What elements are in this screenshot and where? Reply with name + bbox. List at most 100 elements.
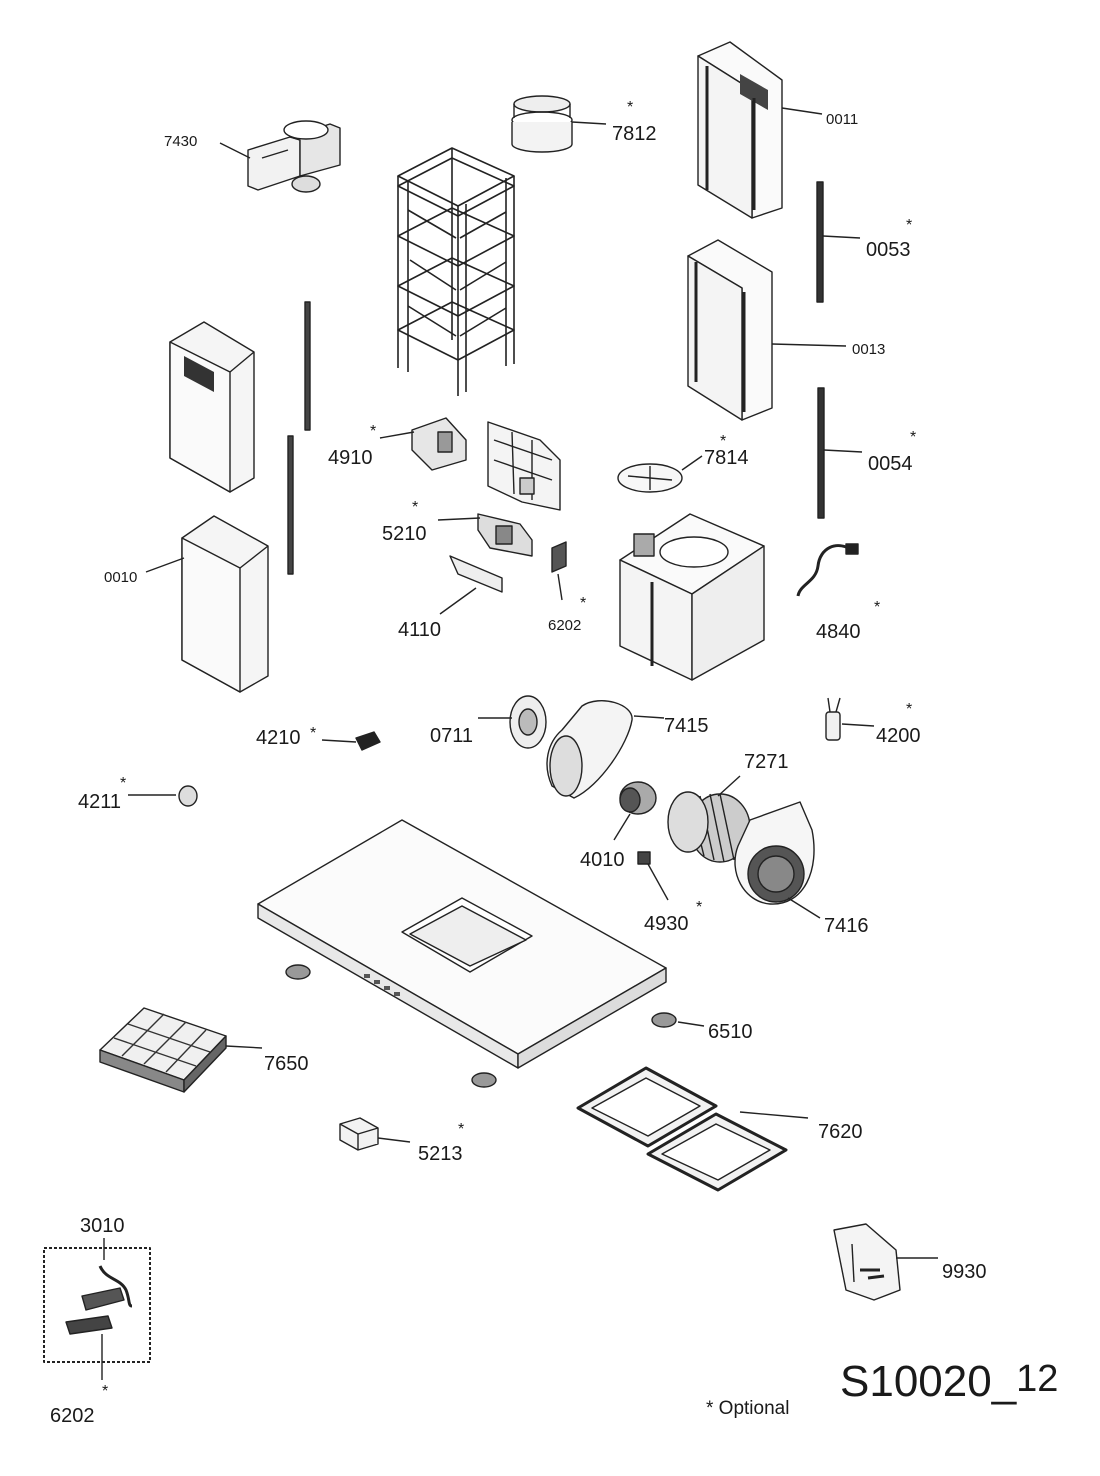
star-4210: * — [310, 725, 317, 742]
part-4930 — [637, 851, 651, 865]
part-4211 — [178, 785, 198, 807]
part-5210-board — [477, 513, 533, 557]
part-7814-damper — [617, 463, 683, 493]
label-0011: 0011 — [826, 111, 859, 128]
label-4840: 4840 — [816, 621, 861, 643]
part-0054-strip — [817, 387, 825, 519]
leader-6510 — [677, 1021, 705, 1027]
label-7620: 7620 — [818, 1121, 863, 1143]
label-7814: 7814 — [704, 447, 749, 469]
star-5213: * — [458, 1121, 465, 1138]
part-0010-chimney-covers — [169, 321, 269, 693]
label-0010: 0010 — [104, 569, 138, 586]
part-0053-strip — [816, 181, 824, 303]
star-7814: * — [720, 433, 727, 450]
part-4210 — [355, 731, 381, 751]
drawing-code: S10020_12 — [840, 1360, 1058, 1404]
leader-4930 — [647, 863, 669, 901]
part-4200-capacitor — [825, 697, 841, 741]
leader-5210 — [437, 517, 481, 521]
part-4840-plug — [845, 543, 859, 555]
drawing-code-main: S10020_ — [840, 1357, 1017, 1406]
part-4840-cable — [796, 544, 853, 597]
part-0711-motor-plate — [509, 695, 547, 749]
label-7416: 7416 — [824, 915, 869, 937]
part-6202-switch — [551, 541, 567, 573]
label-7271: 7271 — [744, 751, 789, 773]
star-4910: * — [370, 423, 377, 440]
part-support-frame — [397, 147, 515, 396]
leader-7415 — [633, 715, 665, 719]
star-0054: * — [910, 429, 917, 446]
part-0011-upper-chimney — [697, 41, 783, 219]
part-4010-motor — [619, 781, 657, 815]
leader-0010 — [145, 557, 185, 573]
label-6202-top: 6202 — [548, 617, 582, 634]
leader-0053 — [822, 235, 861, 239]
label-5210: 5210 — [382, 523, 427, 545]
label-4200: 4200 — [876, 725, 921, 747]
leader-7620 — [739, 1111, 809, 1119]
part-7271-impeller — [667, 791, 751, 863]
leader-0054 — [823, 449, 863, 453]
label-5213: 5213 — [418, 1143, 463, 1165]
strip-lower-left — [287, 435, 294, 575]
part-7415-blower-housing — [546, 700, 633, 799]
star-6202-top: * — [580, 595, 587, 612]
part-7620-grease-filters — [576, 1066, 788, 1192]
leader-7430 — [219, 142, 251, 159]
label-4211: 4211 — [78, 791, 122, 813]
optional-note: * Optional — [706, 1398, 790, 1419]
star-5210: * — [412, 499, 419, 516]
leader-4910 — [379, 431, 415, 439]
star-4200: * — [906, 701, 913, 718]
part-4910-board — [411, 417, 467, 471]
star-4930: * — [696, 899, 703, 916]
label-0013: 0013 — [852, 341, 886, 358]
leader-0011 — [781, 107, 823, 115]
label-7430: 7430 — [164, 133, 198, 150]
label-0054: 0054 — [868, 453, 913, 475]
label-4110: 4110 — [398, 619, 442, 641]
star-4840: * — [874, 599, 881, 616]
leader-7814 — [681, 455, 703, 471]
leader-7271 — [717, 775, 741, 797]
part-grease-filter-frame — [487, 421, 561, 511]
label-7415: 7415 — [664, 715, 709, 737]
label-0711: 0711 — [430, 725, 474, 747]
star-7812: * — [627, 99, 634, 116]
part-7416-blower — [734, 801, 815, 905]
label-7650: 7650 — [264, 1053, 309, 1075]
label-3010: 3010 — [80, 1215, 125, 1237]
leader-7650 — [225, 1045, 263, 1049]
label-4210: 4210 — [256, 727, 301, 749]
part-hood-body — [257, 819, 667, 1069]
part-0013-lower-chimney — [687, 239, 773, 421]
part-3010-kit — [43, 1247, 151, 1363]
label-4010: 4010 — [580, 849, 625, 871]
leader-7812 — [571, 121, 607, 125]
label-4910: 4910 — [328, 447, 373, 469]
label-0053: 0053 — [866, 239, 911, 261]
leader-4200 — [841, 723, 875, 727]
strip-upper-left — [304, 301, 311, 431]
label-6510: 6510 — [708, 1021, 753, 1043]
part-7650-carbon-filter — [99, 1007, 227, 1093]
label-9930: 9930 — [942, 1261, 987, 1283]
star-4211: * — [120, 775, 127, 792]
leader-4110 — [439, 587, 477, 615]
part-motor-housing-box — [619, 513, 765, 681]
part-4110-bracket — [449, 555, 503, 593]
label-6202-bottom: 6202 — [50, 1405, 95, 1427]
leader-4210 — [321, 739, 357, 743]
part-5213 — [339, 1117, 379, 1151]
leader-6202a — [557, 573, 563, 601]
star-6202-bottom: * — [102, 1383, 109, 1400]
label-4930: 4930 — [644, 913, 689, 935]
leader-0013 — [771, 343, 847, 347]
star-0053: * — [906, 217, 913, 234]
label-7812: 7812 — [612, 123, 657, 145]
leader-5213 — [377, 1137, 411, 1143]
